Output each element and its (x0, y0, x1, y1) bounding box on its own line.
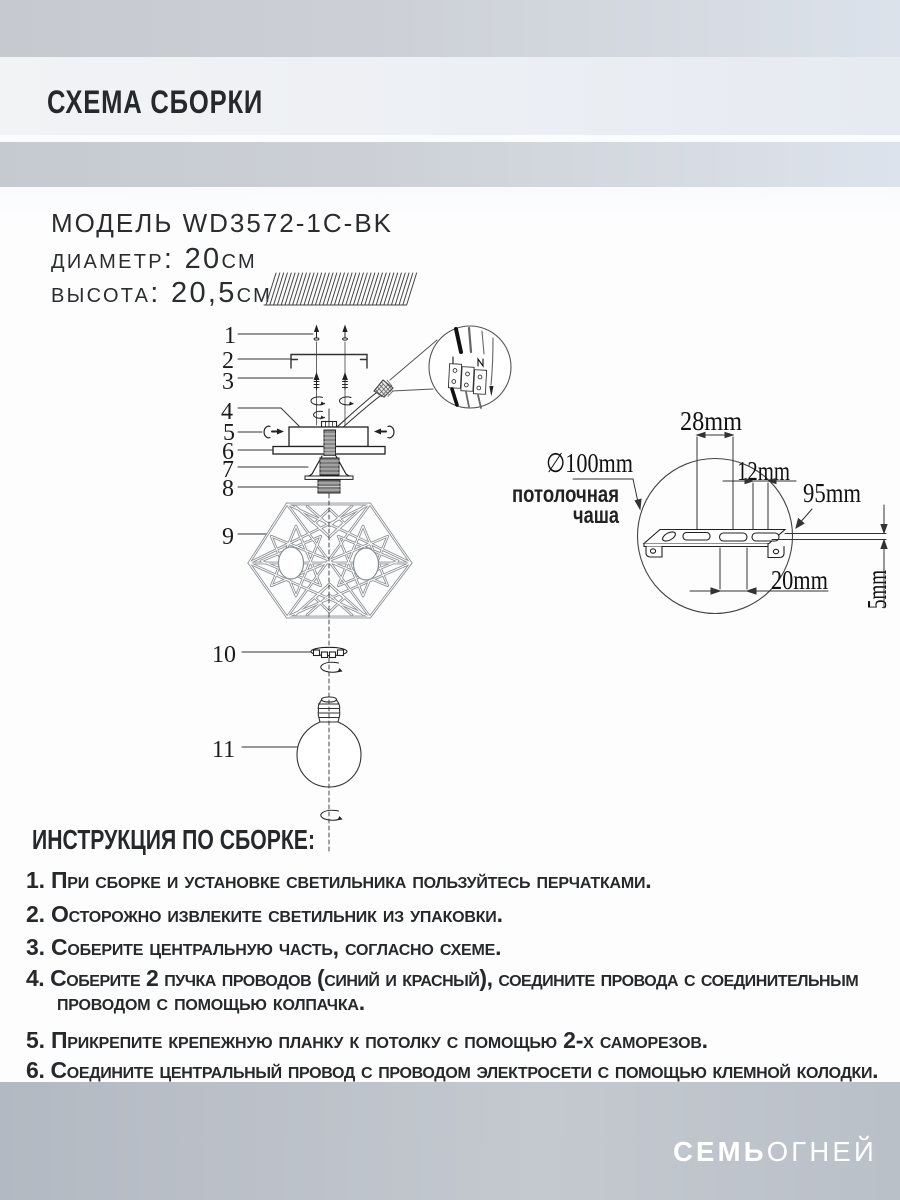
svg-text:11: 11 (212, 737, 235, 763)
svg-text:6: 6 (222, 439, 234, 465)
svg-text:7: 7 (222, 457, 234, 483)
svg-text:9: 9 (222, 524, 234, 550)
svg-text:3: 3 (222, 369, 234, 395)
svg-text:20mm: 20mm (771, 565, 828, 595)
svg-text:чаша: чаша (573, 502, 619, 528)
svg-text:потолочная: потолочная (512, 481, 619, 507)
svg-text:28mm: 28mm (680, 406, 742, 436)
svg-text:10: 10 (212, 642, 236, 668)
svg-text:2: 2 (222, 348, 234, 374)
svg-text:95mm: 95mm (803, 478, 861, 508)
svg-text:8: 8 (222, 476, 234, 502)
svg-text:∅100mm: ∅100mm (546, 448, 633, 478)
svg-text:4: 4 (221, 399, 233, 425)
svg-text:5: 5 (223, 420, 235, 446)
svg-text:1: 1 (224, 323, 236, 349)
svg-text:5mm: 5mm (862, 570, 892, 609)
